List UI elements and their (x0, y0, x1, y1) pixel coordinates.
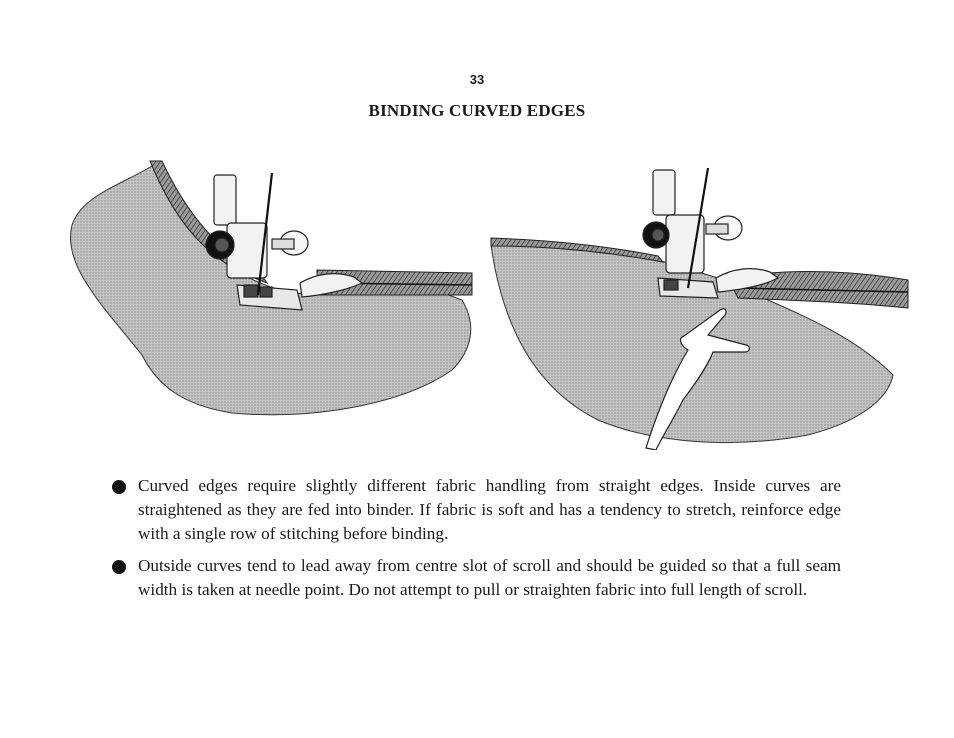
needle-icon (686, 167, 710, 289)
instruction-text: Curved edges require slightly different … (138, 476, 841, 543)
bias-strip-icon (490, 237, 665, 263)
outside-curve-illustration (490, 167, 909, 450)
page-title: BINDING CURVED EDGES (368, 101, 586, 120)
list-item: Curved edges require slightly different … (111, 474, 841, 546)
binder-attachment-icon (299, 273, 364, 298)
inside-curve-illustration (70, 160, 473, 416)
presser-foot-icon (205, 174, 309, 311)
bullet-icon (112, 560, 126, 574)
page-number: 33 (469, 72, 485, 87)
needle-icon (256, 172, 274, 296)
instruction-text: Outside curves tend to lead away from ce… (138, 556, 841, 599)
guiding-hand-icon (645, 308, 750, 450)
binder-attachment-icon (715, 268, 780, 293)
presser-foot-icon (642, 169, 743, 299)
instruction-list: Curved edges require slightly different … (111, 474, 841, 610)
list-item: Outside curves tend to lead away from ce… (111, 554, 841, 602)
bullet-icon (112, 480, 126, 494)
